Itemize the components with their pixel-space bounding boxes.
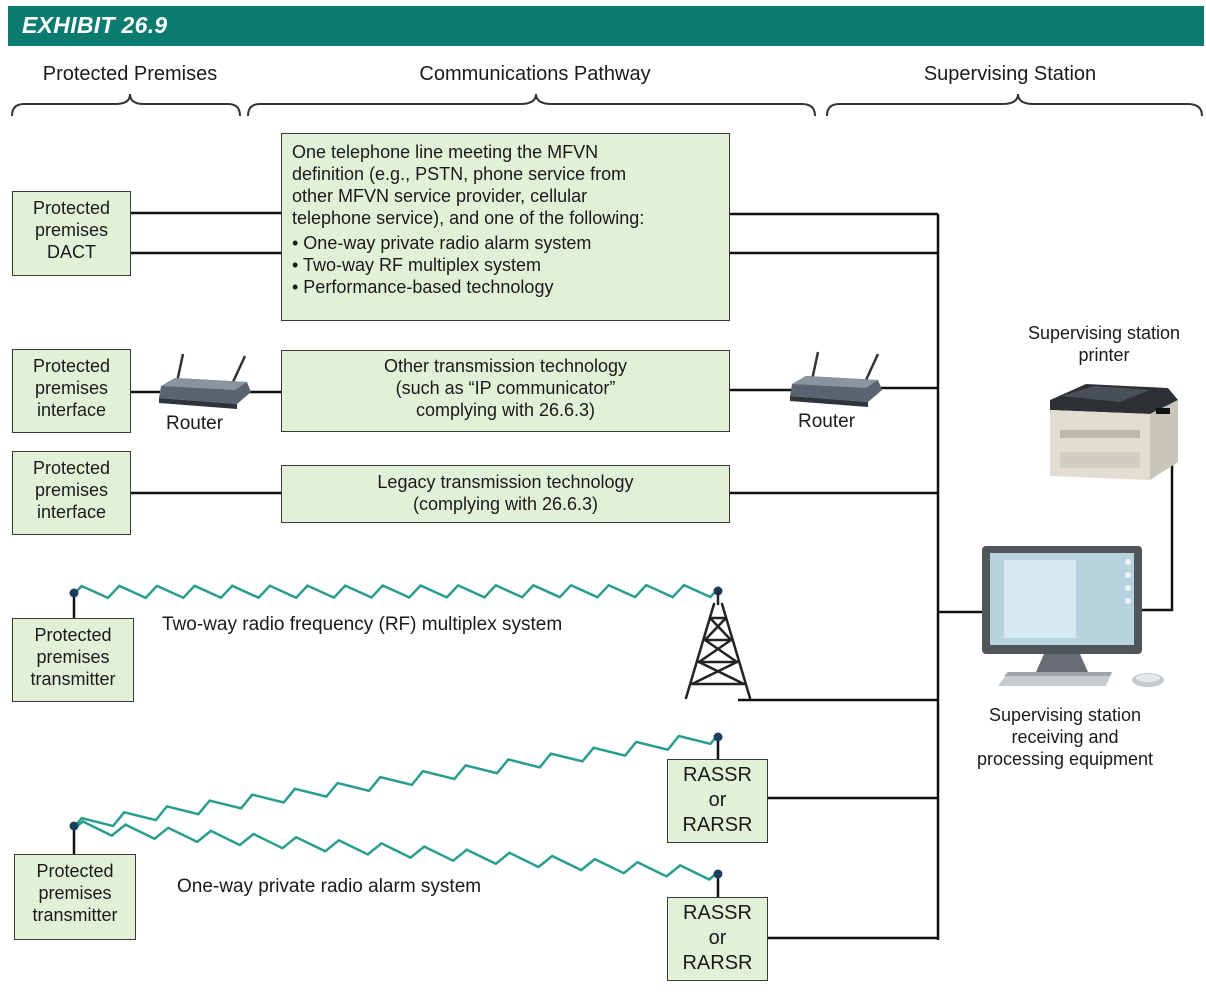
premises-transmitter-box-2: Protected premises transmitter	[14, 854, 136, 940]
mfvn-options-list: • One-way private radio alarm system • T…	[292, 232, 719, 298]
premises-transmitter-label-2: Protected premises transmitter	[32, 861, 118, 925]
router-right-label: Router	[798, 411, 856, 432]
equipment-label-text: Supervising station receiving and proces…	[976, 705, 1154, 769]
receiver-label-top: RASSR or RARSR	[682, 764, 753, 836]
printer-label-text: Supervising station printer	[1027, 323, 1181, 365]
mfvn-option: • Performance-based technology	[292, 277, 554, 297]
exhibit-banner: EXHIBIT 26.9	[8, 6, 1204, 46]
exhibit-title: EXHIBIT 26.9	[22, 12, 168, 38]
receiver-box-top: RASSR or RARSR	[667, 759, 768, 843]
mfvn-option: • Two-way RF multiplex system	[292, 255, 542, 275]
rf-multiplex-wave	[75, 583, 717, 600]
mfvn-description: One telephone line meeting the MFVN defi…	[292, 142, 645, 228]
premises-interface-box-1: Protected premises interface	[12, 349, 131, 433]
one-way-wave-upper	[75, 734, 717, 828]
premises-transmitter-label-1: Protected premises transmitter	[30, 625, 116, 689]
printer-icon	[1050, 384, 1178, 480]
equipment-label: Supervising station receiving and proces…	[950, 704, 1180, 770]
computer-monitor-icon	[982, 546, 1164, 687]
radio-tower-icon	[684, 589, 752, 700]
section-braces	[11, 93, 1203, 117]
mfvn-option: • One-way private radio alarm system	[292, 233, 592, 253]
section-communications-pathway: Communications Pathway	[419, 63, 651, 85]
mfvn-pathway-box: One telephone line meeting the MFVN defi…	[281, 133, 730, 321]
one-way-wave-lower	[75, 820, 717, 881]
premises-dact-label: Protected premises DACT	[32, 198, 111, 262]
two-way-rf-label: Two-way radio frequency (RF) multiplex s…	[162, 614, 563, 635]
premises-interface-box-2: Protected premises interface	[12, 451, 131, 535]
radio-wave-links	[75, 583, 717, 881]
legacy-tech-box: Legacy transmission technology (complyin…	[281, 465, 730, 523]
router-left-icon	[159, 353, 251, 409]
wiring	[72, 211, 1174, 940]
premises-interface-label-1: Protected premises interface	[32, 356, 111, 420]
receiver-box-bottom: RASSR or RARSR	[667, 897, 768, 981]
other-tech-box: Other transmission technology (such as “…	[281, 350, 730, 432]
router-right-icon	[790, 351, 882, 407]
premises-interface-label-2: Protected premises interface	[32, 458, 111, 522]
receiver-label-bottom: RASSR or RARSR	[682, 902, 753, 974]
other-tech-label: Other transmission technology (such as “…	[383, 356, 628, 420]
premises-transmitter-box-1: Protected premises transmitter	[12, 618, 134, 702]
legacy-tech-label: Legacy transmission technology (complyin…	[377, 472, 634, 514]
section-protected-premises: Protected Premises	[42, 63, 218, 85]
printer-label: Supervising station printer	[1004, 322, 1204, 366]
premises-dact-box: Protected premises DACT	[12, 191, 131, 276]
one-way-radio-label: One-way private radio alarm system	[177, 876, 482, 897]
section-supervising-station: Supervising Station	[923, 63, 1097, 85]
router-left-label: Router	[166, 413, 224, 434]
